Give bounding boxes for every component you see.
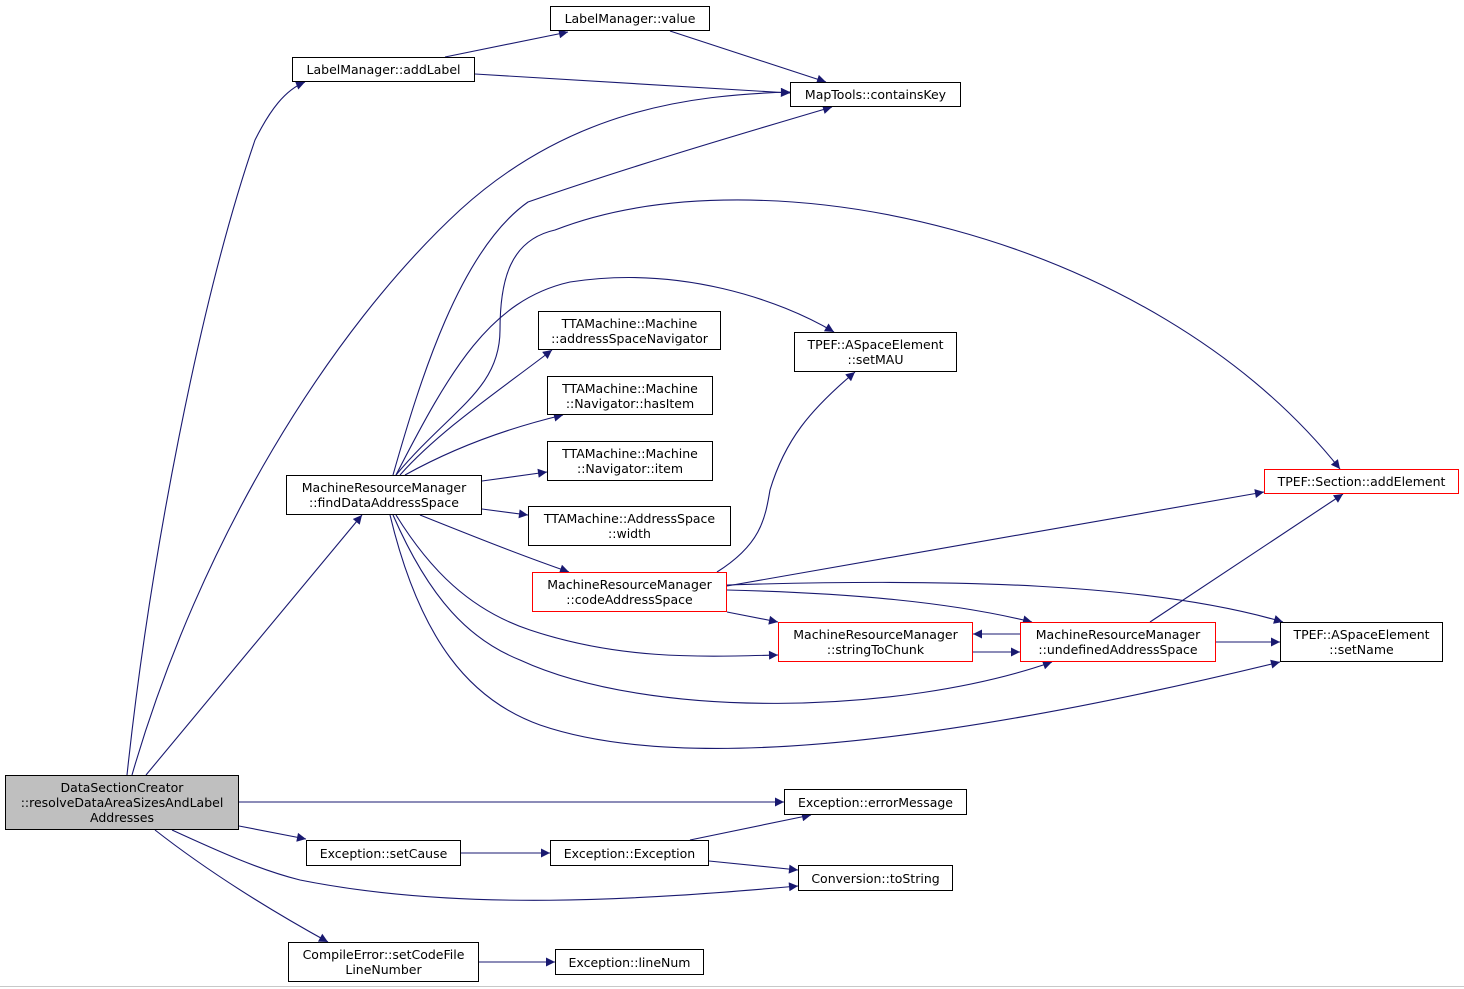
edge-exc_ctor-to-err_msg xyxy=(689,812,812,841)
edge-find_das-to-nav_item xyxy=(481,468,548,482)
node-aspace-element-set-mau[interactable]: TPEF::ASpaceElement ::setMAU xyxy=(794,332,957,372)
node-address-space-navigator[interactable]: TTAMachine::Machine ::addressSpaceNaviga… xyxy=(538,311,721,350)
edge-find_das-to-set_mau xyxy=(395,277,835,476)
edge-root-to-set_cause xyxy=(238,825,307,842)
node-set-code-file-line-number[interactable]: CompileError::setCodeFile LineNumber xyxy=(288,942,479,982)
edge-find_das-to-code_as xyxy=(419,514,570,574)
node-section-add-element[interactable]: TPEF::Section::addElement xyxy=(1264,469,1459,494)
edge-find_das-to-addr_nav xyxy=(399,349,553,476)
node-undefined-address-space[interactable]: MachineResourceManager ::undefinedAddres… xyxy=(1020,622,1216,662)
edge-root-to-maptools xyxy=(131,87,791,776)
node-exception-set-cause[interactable]: Exception::setCause xyxy=(306,840,461,866)
node-address-space-width[interactable]: TTAMachine::AddressSpace ::width xyxy=(528,506,731,546)
edge-find_das-to-as_width xyxy=(481,508,529,519)
node-exception-line-num[interactable]: Exception::lineNum xyxy=(555,949,704,975)
edge-exc_ctor-to-to_string xyxy=(708,860,799,874)
node-navigator-item[interactable]: TTAMachine::Machine ::Navigator::item xyxy=(547,441,713,481)
edge-root-to-to_string xyxy=(171,829,799,901)
node-exception-error-message[interactable]: Exception::errorMessage xyxy=(784,789,967,815)
edge-code_as-to-set_name xyxy=(726,581,1284,624)
edge-root-to-label_add xyxy=(126,81,306,776)
edge-find_das-to-has_item xyxy=(404,412,564,476)
edge-find_das-to-undef_as xyxy=(392,514,1053,704)
node-map-tools-contains-key[interactable]: MapTools::containsKey xyxy=(790,82,961,107)
bottom-divider xyxy=(0,986,1464,987)
edge-label_value-to-maptools xyxy=(669,30,827,84)
node-label-manager-value[interactable]: LabelManager::value xyxy=(550,6,710,31)
node-find-data-address-space[interactable]: MachineResourceManager ::findDataAddress… xyxy=(286,475,482,515)
node-resolve-data-area-sizes: DataSectionCreator ::resolveDataAreaSize… xyxy=(5,775,239,830)
node-exception-constructor[interactable]: Exception::Exception xyxy=(550,840,709,866)
edge-find_das-to-add_element xyxy=(395,199,1341,476)
node-code-address-space[interactable]: MachineResourceManager ::codeAddressSpac… xyxy=(532,572,727,612)
edge-root-to-set_cfln xyxy=(154,829,329,943)
edge-code_as-to-undef_as xyxy=(726,589,1033,625)
node-string-to-chunk[interactable]: MachineResourceManager ::stringToChunk xyxy=(778,622,973,662)
node-conversion-to-string[interactable]: Conversion::toString xyxy=(798,865,953,891)
edge-find_das-to-set_name xyxy=(389,514,1281,750)
edge-root-to-find_das xyxy=(145,514,363,776)
edge-label_add-to-label_value xyxy=(444,29,569,58)
edge-label_add-to-maptools xyxy=(474,73,791,97)
node-aspace-element-set-name[interactable]: TPEF::ASpaceElement ::setName xyxy=(1280,622,1443,662)
edge-undef_as-to-add_element xyxy=(1149,493,1344,623)
node-label-manager-add-label[interactable]: LabelManager::addLabel xyxy=(292,57,475,82)
node-navigator-has-item[interactable]: TTAMachine::Machine ::Navigator::hasItem xyxy=(547,376,713,415)
edge-find_das-to-str_chunk xyxy=(395,514,779,660)
edge-code_as-to-add_element xyxy=(726,489,1265,587)
edge-code_as-to-str_chunk xyxy=(726,611,779,625)
edge-find_das-to-maptools xyxy=(392,105,833,476)
edge-code_as-to-set_mau xyxy=(716,371,856,573)
